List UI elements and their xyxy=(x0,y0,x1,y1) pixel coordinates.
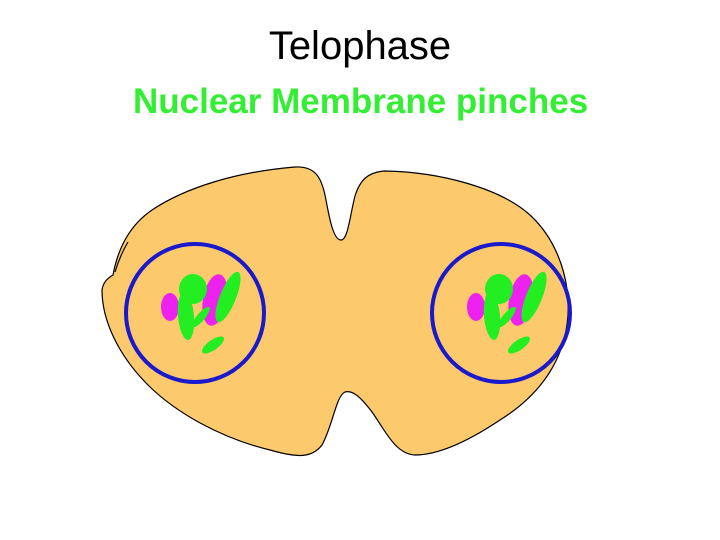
left-green-chromosome-3 xyxy=(215,271,241,323)
left-green-chromosome-4 xyxy=(201,336,225,354)
title-text: Telophase xyxy=(268,24,452,68)
left-green-chromosome-5 xyxy=(192,306,210,328)
right-magenta-chromosome-1 xyxy=(467,293,485,321)
left-green-chromosome-2 xyxy=(177,292,195,340)
cell-edge-fold xyxy=(114,241,129,273)
right-green-chromosome-5 xyxy=(498,306,516,328)
right-green-chromosome-4 xyxy=(507,336,531,354)
left-nucleus xyxy=(124,242,266,384)
right-green-chromosome-3 xyxy=(521,271,547,323)
page-title: Telophase xyxy=(0,22,720,70)
right-nuclear-membrane xyxy=(430,242,572,384)
right-green-chromosome-2 xyxy=(483,292,501,340)
cell-body xyxy=(101,166,569,456)
right-nucleus xyxy=(430,242,572,384)
left-chromosomes xyxy=(161,271,241,354)
right-chromosomes xyxy=(467,271,547,354)
left-nuclear-membrane xyxy=(124,242,266,384)
page-subtitle: Nuclear Membrane pinches xyxy=(133,82,589,121)
left-magenta-chromosome-1 xyxy=(161,293,179,321)
